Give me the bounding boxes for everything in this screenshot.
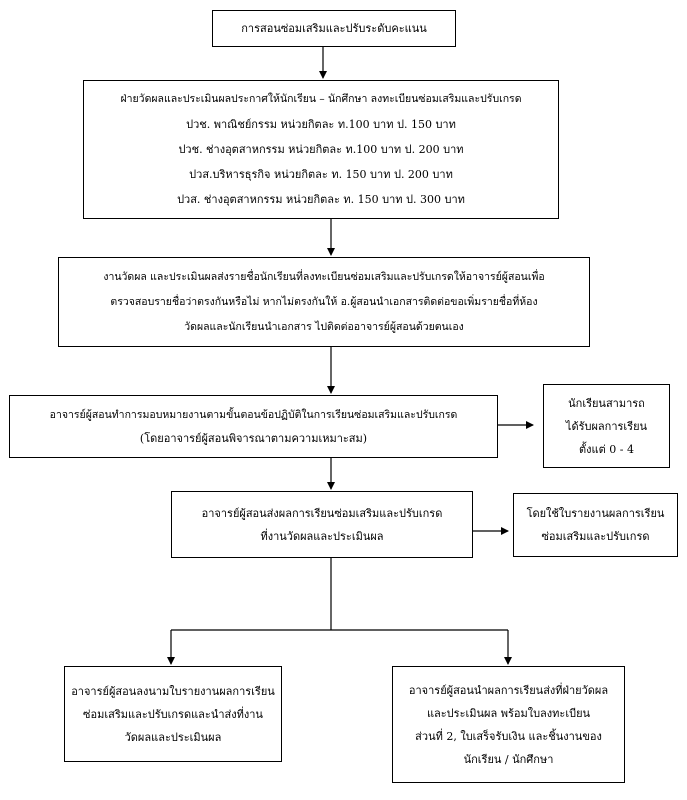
deliver-box: อาจารย์ผู้สอนนำผลการเรียนส่งที่ฝ่ายวัดผล… (392, 666, 625, 783)
title-box: การสอนซ่อมเสริมและปรับระดับคะแนน (212, 10, 456, 47)
grade-range-box-line-3: ตั้งแต่ 0 - 4 (579, 442, 634, 456)
sign-box: อาจารย์ผู้สอนลงนามใบรายงานผลการเรียน ซ่อ… (64, 666, 282, 762)
submit-box: อาจารย์ผู้สอนส่งผลการเรียนซ่อมเสริมและปร… (171, 491, 473, 558)
announce-box-line-3: ปวช. ช่างอุตสาหกรรม หน่วยกิตละ ท.100 บาท… (178, 143, 464, 156)
title-box-line-1: การสอนซ่อมเสริมและปรับระดับคะแนน (241, 22, 427, 35)
report-form-box: โดยใช้ใบรายงานผลการเรียน ซ่อมเสริมและปรั… (513, 493, 678, 557)
report-form-box-line-2: ซ่อมเสริมและปรับเกรด (541, 530, 650, 543)
submit-box-line-1: อาจารย์ผู้สอนส่งผลการเรียนซ่อมเสริมและปร… (201, 506, 443, 520)
deliver-box-line-1: อาจารย์ผู้สอนนำผลการเรียนส่งที่ฝ่ายวัดผล (408, 683, 609, 697)
assign-box-line-1: อาจารย์ผู้สอนทำการมอบหมายงานตามขั้นตอนข้… (49, 408, 458, 421)
deliver-box-line-2: และประเมินผล พร้อมใบลงทะเบียน (426, 706, 591, 720)
report-form-box-line-1: โดยใช้ใบรายงานผลการเรียน (526, 507, 665, 520)
announce-box-line-1: ฝ่ายวัดผลและประเมินผลประกาศให้นักเรียน –… (120, 93, 522, 105)
send-list-box-line-2: ตรวจสอบรายชื่อว่าตรงกันหรือไม่ หากไม่ตรง… (110, 295, 538, 308)
grade-range-box: นักเรียนสามารถ ได้รับผลการเรียน ตั้งแต่ … (543, 384, 670, 468)
announce-box-line-5: ปวส. ช่างอุตสาหกรรม หน่วยกิตละ ท. 150 บา… (177, 193, 465, 206)
announce-box-line-2: ปวช. พาณิชย์กรรม หน่วยกิตละ ท.100 บาท ป.… (186, 118, 456, 131)
submit-box-line-2: ที่งานวัดผลและประเมินผล (260, 529, 384, 543)
send-list-box-line-1: งานวัดผล และประเมินผลส่งรายชื่อนักเรียนท… (103, 270, 545, 283)
announce-box: ฝ่ายวัดผลและประเมินผลประกาศให้นักเรียน –… (83, 80, 559, 219)
assign-box-line-2: (โดยอาจารย์ผู้สอนพิจารณาตามความเหมาะสม) (139, 431, 368, 445)
grade-range-box-line-1: นักเรียนสามารถ (568, 396, 645, 410)
sign-box-line-1: อาจารย์ผู้สอนลงนามใบรายงานผลการเรียน (71, 684, 275, 698)
announce-box-line-4: ปวส.บริหารธุรกิจ หน่วยกิตละ ท. 150 บาท ป… (189, 168, 453, 181)
send-list-box-line-3: วัดผลและนักเรียนนำเอกสาร ไปติดต่ออาจารย์… (184, 320, 464, 333)
sign-box-line-2: ซ่อมเสริมและปรับเกรดและนำส่งที่งาน (83, 707, 263, 721)
assign-box: อาจารย์ผู้สอนทำการมอบหมายงานตามขั้นตอนข้… (9, 395, 498, 458)
send-list-box: งานวัดผล และประเมินผลส่งรายชื่อนักเรียนท… (58, 257, 590, 347)
sign-box-line-3: วัดผลและประเมินผล (124, 730, 222, 744)
deliver-box-line-3: ส่วนที่ 2, ใบเสร็จรับเงิน และชิ้นงานของ (415, 729, 602, 743)
grade-range-box-line-2: ได้รับผลการเรียน (565, 419, 648, 433)
deliver-box-line-4: นักเรียน / นักศึกษา (463, 752, 554, 766)
